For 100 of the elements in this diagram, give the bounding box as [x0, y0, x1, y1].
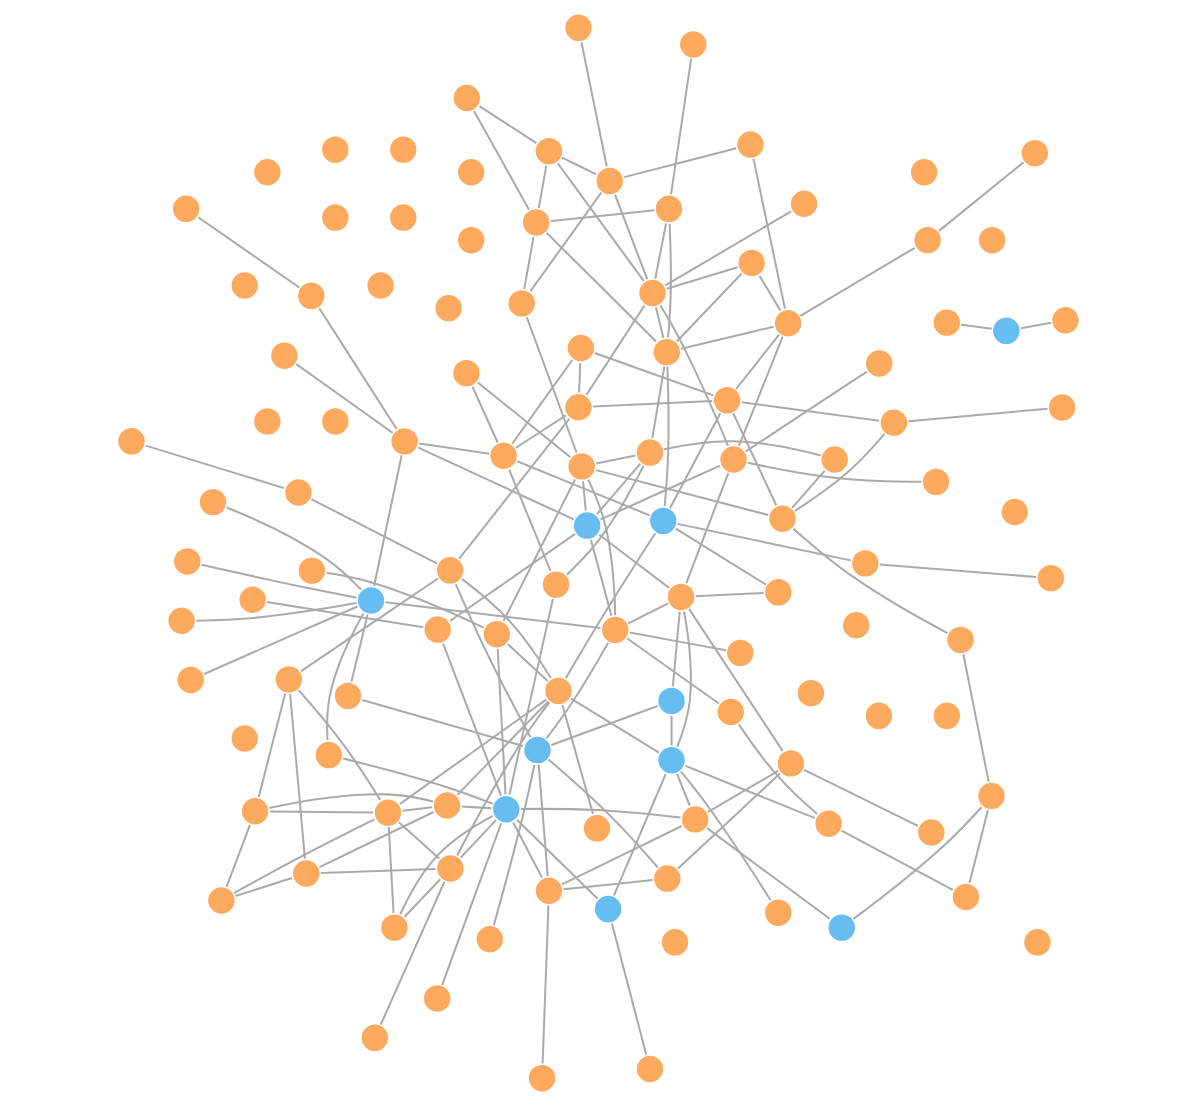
connector [577, 362, 581, 393]
node-circle [272, 663, 305, 696]
node-circle [542, 675, 574, 707]
connector [403, 878, 441, 918]
connector [684, 472, 729, 584]
node-circle [915, 816, 947, 849]
connector [561, 825, 682, 886]
node-circle [949, 881, 982, 913]
connector [613, 194, 648, 280]
connector [562, 879, 653, 891]
connector [792, 527, 948, 634]
connector [325, 571, 484, 629]
node-circle [1021, 926, 1053, 959]
node-circle [251, 156, 283, 188]
node-circle [562, 391, 594, 423]
connector [665, 266, 738, 290]
connector [516, 460, 650, 517]
connector [840, 829, 953, 891]
node-circle [633, 436, 666, 469]
node-circle [432, 292, 464, 324]
connector [595, 469, 769, 516]
node-circle [434, 852, 466, 885]
node-circle [519, 206, 552, 239]
connector [349, 614, 369, 682]
connector [472, 110, 530, 211]
connector [610, 923, 647, 1056]
connector [684, 764, 815, 820]
node-circle [762, 576, 794, 608]
connector [586, 479, 616, 616]
connector [537, 165, 547, 209]
node-circle [171, 545, 203, 578]
connector [379, 881, 445, 1025]
connector [418, 442, 489, 455]
connector [799, 246, 915, 317]
connector [626, 637, 719, 705]
connector [372, 455, 403, 586]
connector [295, 363, 393, 434]
connector [459, 819, 497, 859]
node-circle [812, 808, 844, 840]
node-circle [205, 884, 237, 917]
connector [741, 401, 879, 422]
connector [668, 412, 721, 509]
connector [623, 147, 736, 179]
node-circle [115, 425, 147, 457]
connector [496, 649, 506, 795]
node-circle [290, 857, 322, 890]
node-circle [165, 605, 197, 637]
connector [737, 723, 818, 815]
node-circle [174, 664, 206, 696]
connector [478, 105, 537, 144]
connector [397, 821, 440, 860]
node-circle [319, 201, 351, 234]
connector [520, 807, 681, 819]
connector [460, 578, 552, 679]
connector [706, 770, 779, 813]
node-circle [650, 336, 682, 368]
node-circle [771, 307, 804, 339]
node-circle [358, 1022, 391, 1054]
connector [471, 386, 499, 443]
connector [203, 605, 358, 675]
connector [737, 336, 784, 447]
node-circle [818, 443, 850, 476]
connector [440, 822, 502, 986]
node-circle [975, 224, 1008, 256]
node-circle [849, 547, 881, 580]
node-circle [1045, 391, 1078, 424]
connector [398, 815, 493, 915]
node-circle [717, 443, 749, 476]
connector [506, 643, 548, 682]
connector [599, 464, 720, 521]
connector [318, 811, 434, 868]
connector [402, 806, 432, 812]
connector [654, 307, 664, 339]
node-circle [998, 496, 1030, 528]
node-circle [862, 700, 895, 732]
node-circle [1034, 562, 1067, 594]
node-circle [562, 12, 594, 44]
connector [961, 654, 990, 782]
connector [671, 611, 681, 687]
connector [456, 700, 549, 796]
node-circle [766, 502, 798, 535]
connector [676, 772, 781, 870]
node-circle [364, 269, 396, 302]
connector [752, 158, 786, 309]
connector [361, 698, 523, 747]
node-circle [564, 332, 597, 364]
node-circle [679, 803, 711, 836]
connector [744, 370, 867, 453]
connector [585, 304, 645, 396]
connector [564, 532, 656, 679]
node-circle [664, 581, 697, 613]
connector [234, 877, 292, 897]
connector [664, 210, 792, 287]
connector [1020, 321, 1051, 330]
connector [288, 693, 306, 859]
node-circle [387, 201, 419, 234]
connector [794, 433, 885, 512]
connector [300, 577, 439, 672]
node-circle [930, 700, 963, 732]
node-circle [570, 509, 603, 542]
